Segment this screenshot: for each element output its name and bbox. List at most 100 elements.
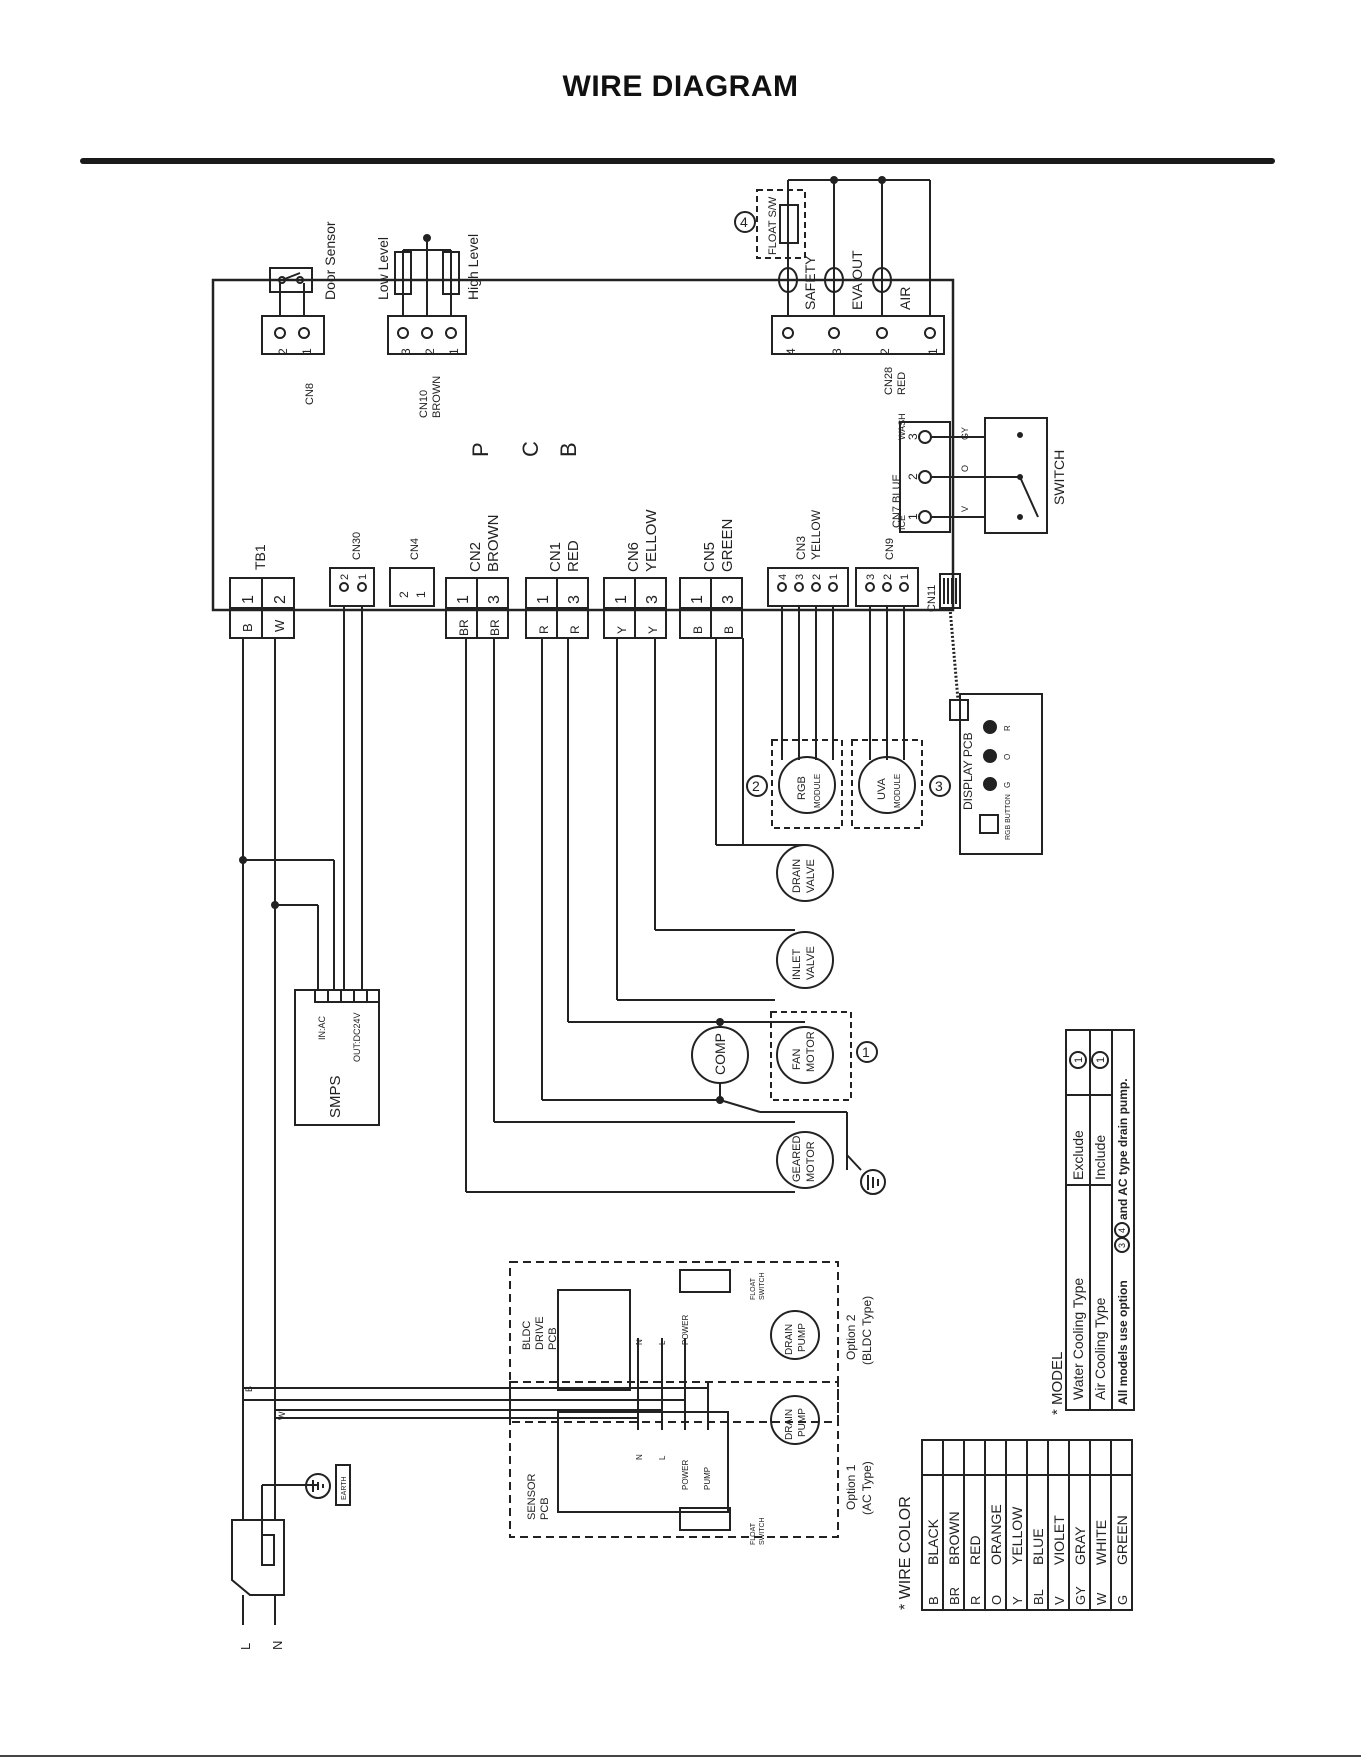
svg-text:CN9: CN9 [884, 538, 896, 560]
svg-text:B: B [240, 623, 255, 632]
connector-cn2: 1 3 BR BR CN2 BROWN [445, 515, 509, 639]
switch: SWITCH V O GY [960, 417, 1067, 534]
svg-text:2: 2 [811, 574, 823, 580]
svg-text:VALVE: VALVE [805, 859, 817, 893]
svg-text:CN11: CN11 [926, 585, 938, 612]
svg-text:1: 1 [862, 1044, 870, 1060]
svg-text:DRAIN: DRAIN [791, 859, 803, 893]
svg-text:1: 1 [906, 513, 920, 520]
svg-text:W: W [277, 1411, 287, 1420]
float-sw-label: FLOAT S/W [767, 196, 779, 255]
svg-text:(BLDC Type): (BLDC Type) [860, 1296, 874, 1365]
door-sensor: Door Sensor [269, 221, 338, 300]
svg-text:POWER: POWER [681, 1315, 690, 1345]
svg-text:YELLOW: YELLOW [1009, 1506, 1025, 1565]
svg-text:N: N [635, 1339, 644, 1345]
connector-cn4: 2 1 CN4 [389, 538, 435, 607]
svg-text:SENSOR: SENSOR [526, 1473, 538, 1520]
svg-text:PUMP: PUMP [797, 1323, 808, 1352]
svg-text:DRAIN: DRAIN [784, 1409, 795, 1440]
safety-label: SAFETY [802, 255, 818, 310]
svg-text:CN6: CN6 [625, 542, 642, 572]
sensor-pcb-option: SENSOR PCB FLOAT SWITCH N L POWER PUMP D… [509, 1381, 874, 1545]
svg-text:BLUE: BLUE [1030, 1528, 1046, 1565]
pcb-letter-c: C [518, 441, 543, 457]
pcb-letter-b: B [556, 442, 581, 457]
svg-text:FAN: FAN [791, 1049, 803, 1070]
svg-text:SWITCH: SWITCH [759, 1517, 766, 1545]
inlet-valve: INLET VALVE [776, 931, 834, 989]
connector-cn11: CN11 [926, 573, 961, 612]
cn8-pin-2: 2 [276, 348, 290, 355]
svg-text:RED: RED [967, 1535, 983, 1565]
svg-text:EARTH: EARTH [341, 1476, 348, 1500]
svg-text:1: 1 [1073, 1057, 1085, 1063]
svg-text:4: 4 [777, 574, 789, 580]
svg-text:2: 2 [397, 591, 411, 598]
svg-text:1: 1 [357, 574, 369, 580]
svg-text:All models use option: All models use option [1116, 1280, 1130, 1405]
svg-text:BLACK: BLACK [925, 1518, 941, 1565]
svg-text:GY: GY [1073, 1586, 1088, 1605]
svg-text:1: 1 [613, 595, 630, 604]
svg-text:BR: BR [947, 1587, 962, 1605]
svg-text:BLDC: BLDC [521, 1321, 533, 1350]
svg-text:3: 3 [566, 595, 583, 604]
svg-text:3: 3 [1117, 1243, 1127, 1248]
model-title: * MODEL [1049, 1352, 1066, 1415]
svg-text:1: 1 [899, 574, 911, 580]
cn7-label: CN7 BLUE [891, 474, 903, 528]
svg-text:PUMP: PUMP [797, 1408, 808, 1437]
fan-motor: FAN MOTOR 1 [770, 1011, 878, 1101]
header-rule [80, 158, 1275, 164]
connector-tb1: 1 2 B W TB1 [229, 544, 295, 639]
svg-text:Y: Y [646, 626, 660, 634]
svg-text:GY: GY [960, 427, 970, 440]
svg-text:UVA: UVA [876, 778, 888, 800]
svg-text:COMP: COMP [712, 1033, 728, 1075]
tb1-label: TB1 [252, 544, 268, 570]
svg-text:B: B [244, 1386, 254, 1392]
line-label: L [238, 1643, 253, 1650]
svg-text:1: 1 [240, 595, 257, 604]
svg-text:GREEN: GREEN [1114, 1515, 1130, 1565]
connector-cn10: 3 2 1 CN10 BROWN [387, 315, 467, 418]
connector-cn6: 1 3 Y Y CN6 YELLOW [603, 509, 667, 639]
svg-text:2: 2 [882, 574, 894, 580]
rgb-button-label: RGB BUTTON [1005, 794, 1012, 840]
low-level-label: Low Level [375, 237, 391, 300]
svg-text:INLET: INLET [791, 949, 803, 980]
switch-label: SWITCH [1051, 450, 1067, 505]
svg-text:Include: Include [1092, 1135, 1108, 1180]
svg-text:CN5: CN5 [701, 542, 718, 572]
mains-plug: L N [231, 1519, 285, 1650]
svg-text:MODULE: MODULE [813, 774, 822, 808]
svg-text:B: B [722, 626, 736, 634]
connector-cn28: 4 3 2 1 CN28 RED [771, 315, 945, 395]
wire-color-title: * WIRE COLOR [897, 1496, 914, 1610]
eva-out-label: EVA OUT [849, 250, 865, 310]
svg-text:GEARED: GEARED [791, 1135, 803, 1182]
footer-rule [0, 1755, 1361, 1757]
svg-text:DRAIN: DRAIN [784, 1324, 795, 1355]
svg-text:2: 2 [752, 778, 760, 794]
cn10-color: BROWN [431, 376, 443, 418]
svg-text:3: 3 [720, 595, 737, 604]
air-label: AIR [897, 287, 913, 310]
cn8-pin-1: 1 [300, 348, 314, 355]
compressor: COMP [691, 1026, 749, 1084]
svg-text:SWITCH: SWITCH [759, 1272, 766, 1300]
svg-text:3: 3 [794, 574, 806, 580]
svg-text:POWER: POWER [681, 1460, 690, 1490]
svg-text:PCB: PCB [539, 1497, 551, 1520]
connector-cn30: 2 1 CN30 [329, 532, 375, 607]
svg-text:2: 2 [878, 348, 892, 355]
svg-text:Y: Y [615, 626, 629, 634]
svg-text:FLOAT: FLOAT [750, 1277, 757, 1300]
svg-text:R: R [968, 1596, 983, 1605]
svg-text:O: O [1003, 754, 1012, 760]
svg-text:3: 3 [865, 574, 877, 580]
earth-icon: EARTH [305, 1464, 351, 1506]
page-title: WIRE DIAGRAM [562, 70, 799, 103]
svg-text:3: 3 [935, 778, 943, 794]
